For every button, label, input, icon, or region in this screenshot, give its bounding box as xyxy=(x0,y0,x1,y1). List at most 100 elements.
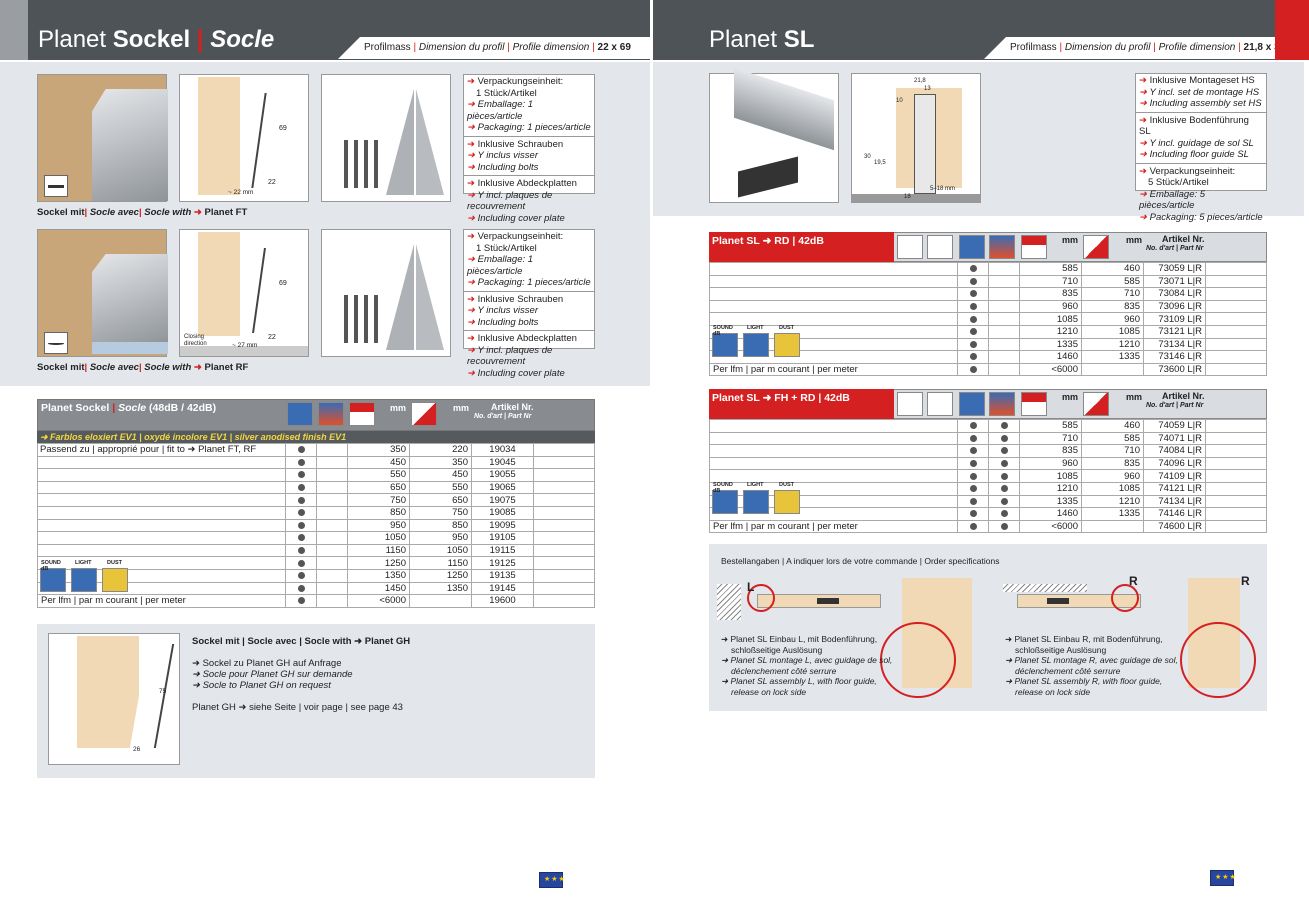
dot-icon xyxy=(1000,497,1008,505)
table-row: 450 350 19045 xyxy=(37,455,595,470)
order-left-circle xyxy=(880,622,956,698)
dot-icon xyxy=(969,303,977,311)
table-row: 750 650 19075 xyxy=(37,493,595,507)
left-header-stripe xyxy=(0,0,28,60)
seal-icon xyxy=(44,332,68,354)
order-specs-title: Bestellangaben | A indiquer lors de votr… xyxy=(721,556,1000,566)
table-row: Per lfm | par m courant | per meter <600… xyxy=(37,594,595,608)
dot-icon xyxy=(1000,523,1008,531)
dot-icon xyxy=(969,422,977,430)
eu-flag-icon: ★★★ xyxy=(1210,870,1236,886)
planet-ft-drawing: 69 22 ~ 22 mm xyxy=(179,74,309,202)
planet-rf-drawing: 69 22 ~ 27 mm Closing direction xyxy=(179,229,309,357)
wave-seal-icon xyxy=(927,235,953,259)
dot-icon xyxy=(297,496,305,504)
shortening-icon xyxy=(1083,235,1109,259)
col-article-sub: No. d'art | Part Nr xyxy=(1146,402,1204,409)
sl-fhrd-title: Planet SL ➜ FH + RD | 42dB xyxy=(712,392,850,404)
light-icon: LIGHT xyxy=(743,325,769,357)
right-profile-dimension: Profilmass | Dimension du profil | Profi… xyxy=(984,37,1275,59)
fire-rating-icon xyxy=(989,392,1015,416)
light-icon: LIGHT xyxy=(71,560,97,592)
dot-icon xyxy=(297,597,305,605)
dot-icon xyxy=(297,547,305,555)
table-row: Per lfm | par m courant | per meter <600… xyxy=(709,362,1267,377)
seal-icon xyxy=(44,175,68,197)
sound-rating-icon xyxy=(959,392,985,416)
sound-rating-icon xyxy=(287,402,313,426)
sl-rd-title-cell xyxy=(709,232,894,262)
dust-icon: DUST xyxy=(102,560,128,592)
dot-icon xyxy=(969,497,977,505)
dot-icon xyxy=(969,366,977,374)
left-profile-dimension: Profilmass | Dimension du profil | Profi… xyxy=(338,37,650,59)
planet-gh-see-page: Planet GH ➜ siehe Seite | voir page | se… xyxy=(192,702,403,713)
dot-icon xyxy=(1000,422,1008,430)
col-mm1: mm xyxy=(1062,235,1079,245)
col-mm2: mm xyxy=(1126,235,1143,245)
dot-icon xyxy=(1000,434,1008,442)
sockel-table-title: Planet Sockel | Socle (48dB / 42dB) xyxy=(41,402,217,414)
finish-row: ➜ Farblos eloxiert EV1 | oxydé incolore … xyxy=(37,431,595,443)
sl-rd-table: 585 460 73059 L|R 710 585 73071 L|R 835 … xyxy=(709,262,1267,377)
dot-icon xyxy=(969,277,977,285)
table-row: 1085 960 74109 L|R xyxy=(709,469,1267,483)
order-right-diagram: R R xyxy=(1003,574,1263,634)
planet-rf-info: ➜ Verpackungseinheit: 1 Stück/Artikel ➜ … xyxy=(463,229,595,379)
sl-rd-title: Planet SL ➜ RD | 42dB xyxy=(712,235,824,247)
col-article: Artikel Nr. xyxy=(1162,391,1205,401)
planet-gh-line2: ➜ Socle pour Planet GH sur demande xyxy=(192,669,353,680)
sound-icon: SOUND dB xyxy=(712,482,738,514)
table-row: 850 750 19085 xyxy=(37,505,595,520)
col-article: Artikel Nr. xyxy=(491,402,534,412)
dot-icon xyxy=(297,534,305,542)
dot-icon xyxy=(969,510,977,518)
table-row: 835 710 74084 L|R xyxy=(709,444,1267,458)
dot-icon xyxy=(1000,472,1008,480)
col-article: Artikel Nr. xyxy=(1162,234,1205,244)
table-row: 1085 960 73109 L|R xyxy=(709,312,1267,326)
planet-sl-photo xyxy=(709,67,839,203)
sound-icon: SOUND dB xyxy=(712,325,738,357)
dot-icon xyxy=(1000,460,1008,468)
dot-icon xyxy=(969,290,977,298)
flat-seal-icon xyxy=(897,235,923,259)
dot-icon xyxy=(969,328,977,336)
dot-icon xyxy=(1000,510,1008,518)
table-row: Per lfm | par m courant | per meter <600… xyxy=(709,519,1267,534)
eu-flag-icon: ★★★ xyxy=(539,872,565,888)
table-row: 1150 1050 19115 xyxy=(37,543,595,558)
dot-icon xyxy=(297,509,305,517)
shortening-icon xyxy=(1083,392,1109,416)
table-row: 1210 1085 74121 L|R xyxy=(709,481,1267,496)
planet-gh-drawing: 75 26 xyxy=(48,633,180,765)
table-row: 960 835 74096 L|R xyxy=(709,456,1267,471)
dot-icon xyxy=(969,315,977,323)
dot-icon xyxy=(1000,447,1008,455)
col-mm1: mm xyxy=(390,403,407,413)
dot-icon xyxy=(969,485,977,493)
caption-rf: Sockel mit| Socle avec| Socle with ➜ Pla… xyxy=(37,362,249,373)
table-row: 1335 1210 73134 L|R xyxy=(709,337,1267,352)
dot-icon xyxy=(297,471,305,479)
dot-icon xyxy=(969,472,977,480)
dot-icon xyxy=(969,340,977,348)
order-specs-band xyxy=(709,544,1267,711)
light-icon: LIGHT xyxy=(743,482,769,514)
right-page-title: Planet SL xyxy=(709,26,815,53)
planet-rf-parts xyxy=(321,229,451,357)
dot-icon xyxy=(297,458,305,466)
dot-icon xyxy=(969,460,977,468)
right-header-stripe xyxy=(1275,0,1309,60)
planet-ft-info: ➜ Verpackungseinheit: 1 Stück/Artikel ➜ … xyxy=(463,74,595,224)
dot-icon xyxy=(297,572,305,580)
sound-rating-icon xyxy=(959,235,985,259)
dot-icon xyxy=(297,446,305,454)
length-range-icon xyxy=(349,402,375,426)
left-page-title: Planet Sockel | Socle xyxy=(38,26,275,53)
order-right-text: ➜ Planet SL Einbau R, mit Bodenführung, … xyxy=(1005,634,1178,697)
planet-ft-photo xyxy=(37,74,168,202)
table-row: 550 450 19055 xyxy=(37,468,595,482)
col-mm1: mm xyxy=(1062,392,1079,402)
shortening-icon xyxy=(411,402,437,426)
